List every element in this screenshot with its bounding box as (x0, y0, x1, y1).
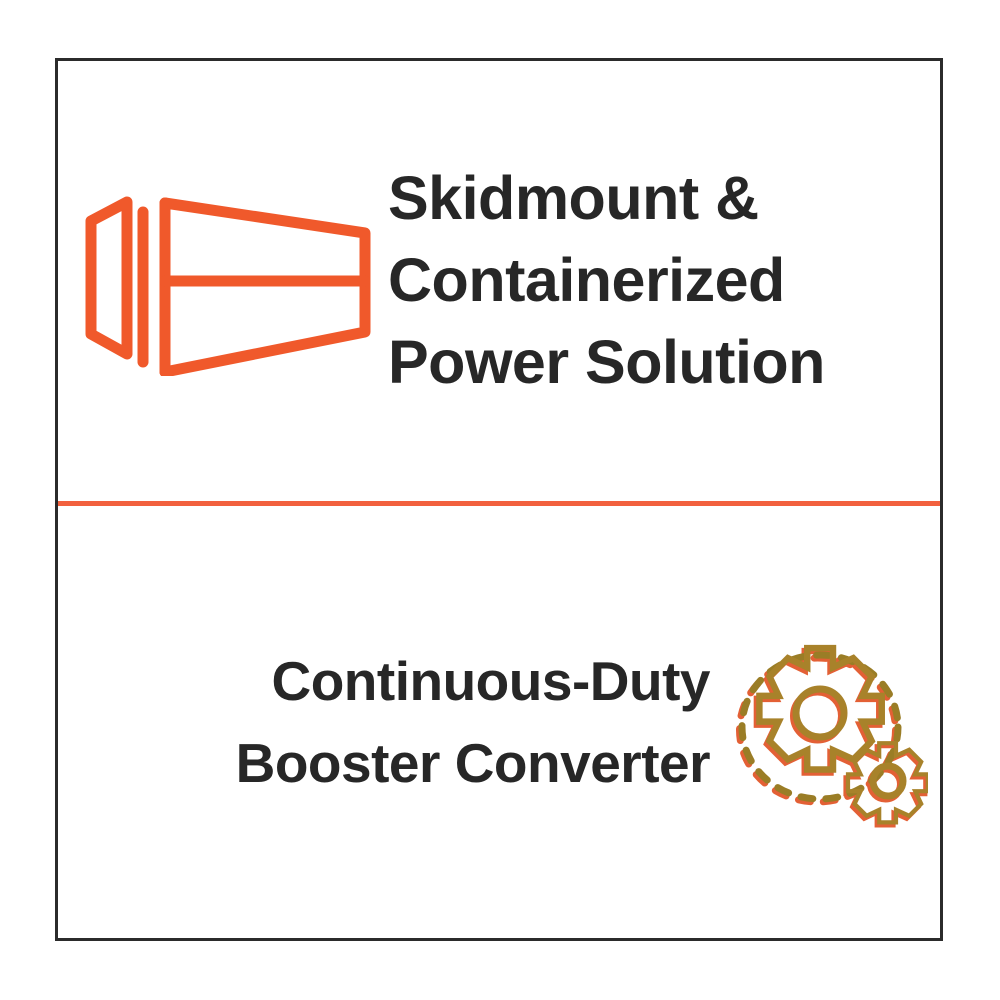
bottom-panel-heading: Continuous-Duty Booster Converter (58, 640, 711, 805)
top-panel: Skidmount & Containerized Power Solution (58, 61, 940, 501)
container-icon-container (58, 186, 388, 376)
shipping-container-icon (85, 196, 371, 376)
top-heading-line-1: Skidmount & (388, 164, 759, 233)
bottom-panel: Continuous-Duty Booster Converter (58, 506, 940, 938)
top-heading-line-3: Power Solution (388, 327, 825, 396)
info-card: Skidmount & Containerized Power Solution… (55, 58, 943, 941)
gear-icon-container (710, 615, 940, 830)
section-divider (58, 501, 940, 506)
bottom-heading-line-2: Booster Converter (235, 732, 711, 794)
gears-icon (736, 644, 928, 828)
top-panel-heading: Skidmount & Containerized Power Solution (388, 158, 940, 403)
bottom-heading-line-1: Continuous-Duty (271, 649, 710, 712)
top-heading-line-2: Containerized (388, 246, 785, 315)
